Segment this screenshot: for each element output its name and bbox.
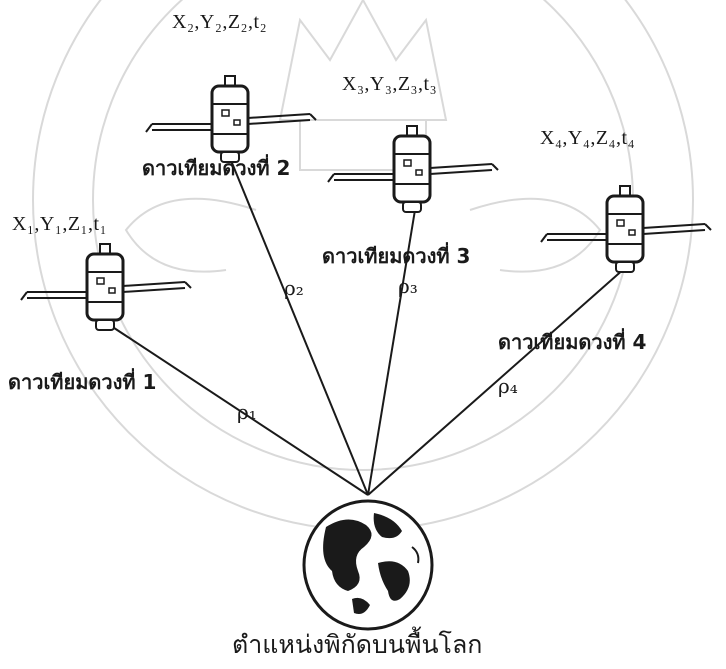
satellite-4-coordinates: X₄,Y₄,Z₄,t₄ <box>540 127 636 149</box>
ground-position-caption: ตำแหน่งพิกัดบนพื้นโลก <box>232 630 483 659</box>
satellite-2-coordinates: X₂,Y₂,Z₂,t₂ <box>172 11 268 33</box>
satellite-2-label: ดาวเทียมดวงที่ 2 <box>142 156 291 180</box>
satellite-1-label: ดาวเทียมดวงที่ 1 <box>8 370 157 394</box>
range-line-4 <box>367 267 626 496</box>
satellite-4-icon <box>539 184 713 274</box>
range-line-3 <box>367 209 416 496</box>
range-label-2: ρ₂ <box>284 276 304 300</box>
satellite-3-coordinates: X₃,Y₃,Z₃,t₃ <box>342 73 438 95</box>
range-label-4: ρ₄ <box>498 374 518 398</box>
range-label-3: ρ₃ <box>398 274 418 298</box>
range-label-1: ρ₁ <box>237 400 257 424</box>
range-line-1 <box>104 321 369 496</box>
satellite-3-label: ดาวเทียมดวงที่ 3 <box>322 244 471 268</box>
satellite-1-coordinates: X₁,Y₁,Z₁,t₁ <box>12 213 108 235</box>
range-line-2 <box>229 157 369 496</box>
satellite-1-icon <box>19 242 193 332</box>
earth-globe-icon <box>302 499 434 631</box>
satellite-4-label: ดาวเทียมดวงที่ 4 <box>498 330 647 354</box>
range-lines <box>104 157 626 496</box>
